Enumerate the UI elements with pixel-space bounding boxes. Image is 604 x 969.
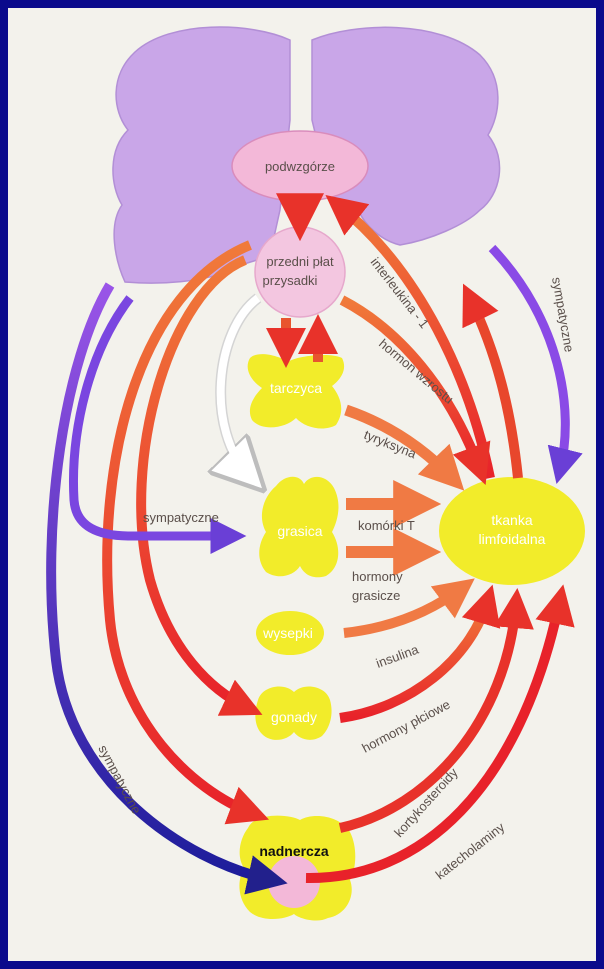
gonads: gonady <box>255 686 331 739</box>
pituitary-label-line1: przedni płat <box>266 254 334 269</box>
thymus-label: grasica <box>277 523 322 539</box>
thyroid: tarczyca <box>248 354 344 428</box>
hypothalamus-label: podwzgórze <box>265 159 335 174</box>
hypothalamus: podwzgórze <box>232 131 368 201</box>
lymphoid-tissue: tkanka limfoidalna <box>439 477 585 585</box>
thymus: grasica <box>259 477 338 578</box>
lymphoid-label-line1: tkanka <box>491 512 532 528</box>
label-sympathetic-middle: sympatyczne <box>143 510 219 525</box>
label-thymic-hormones-line1: hormony <box>352 569 403 584</box>
label-thymic-hormones-line2: grasicze <box>352 588 400 603</box>
islets: wysepki <box>256 611 324 655</box>
label-insulin: insulina <box>374 641 421 670</box>
diagram-paper: podwzgórze przedni płat przysadki tarczy… <box>8 8 596 961</box>
pituitary-label-line2: przysadki <box>263 273 318 288</box>
adrenal-label: nadnercza <box>259 843 328 859</box>
lymphoid-label-line2: limfoidalna <box>479 531 546 547</box>
thyroid-label: tarczyca <box>270 380 322 396</box>
neuroimmune-diagram: podwzgórze przedni płat przysadki tarczy… <box>8 8 596 961</box>
adrenal-gland: nadnercza <box>239 816 355 921</box>
gonads-label: gonady <box>271 709 317 725</box>
anterior-pituitary: przedni płat przysadki <box>255 227 345 317</box>
label-t-cells: komórki T <box>358 518 415 533</box>
islets-label: wysepki <box>262 625 313 641</box>
